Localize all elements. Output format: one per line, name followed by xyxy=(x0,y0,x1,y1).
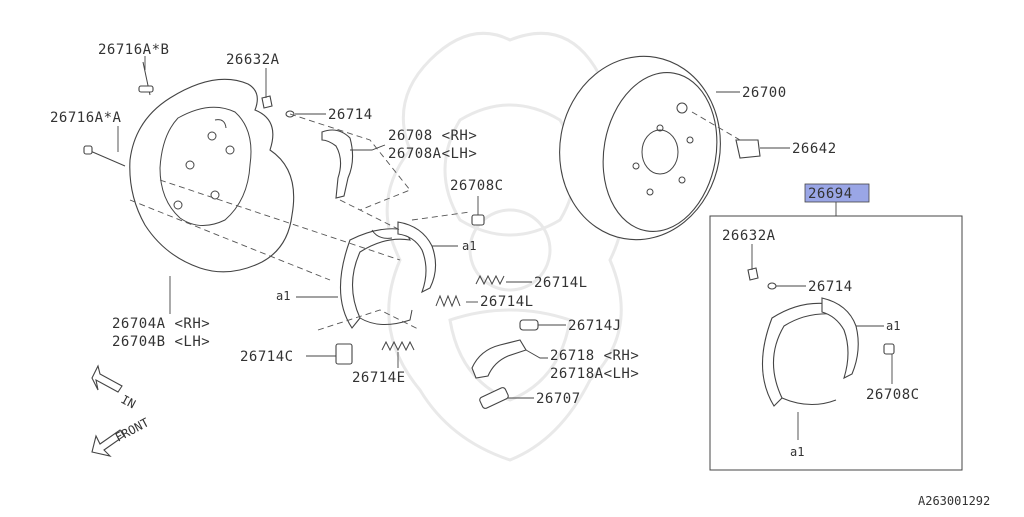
adjuster-26718[interactable] xyxy=(471,339,527,379)
label-kit-26632A: 26632A xyxy=(722,228,776,244)
label-26642: 26642 xyxy=(792,141,837,157)
spring-26714L-lower[interactable] xyxy=(435,294,461,308)
clip-26632A[interactable] xyxy=(261,95,273,109)
adjuster-26707[interactable] xyxy=(479,387,509,410)
in-arrow-label: IN xyxy=(119,392,138,411)
brake-shoe-set[interactable] xyxy=(339,221,437,329)
label-26704B-lh: 26704B <LH> xyxy=(112,334,210,350)
brake-disc-26700[interactable] xyxy=(545,44,735,253)
label-26716A-B: 26716A*B xyxy=(98,42,169,58)
front-arrow-icon xyxy=(91,429,125,457)
label-26707: 26707 xyxy=(536,391,581,407)
label-26708-rh: 26708 <RH> xyxy=(388,128,477,144)
label-26714J: 26714J xyxy=(568,318,622,334)
clip-26714C[interactable] xyxy=(335,343,353,365)
spring-26714L-upper[interactable] xyxy=(475,274,505,286)
kit-number-label[interactable]: 26694 xyxy=(808,186,853,202)
kit-box-26694[interactable] xyxy=(709,183,963,471)
label-26714C: 26714C xyxy=(240,349,294,365)
label-kit-26708C: 26708C xyxy=(866,387,920,403)
label-26718-rh: 26718 <RH> xyxy=(550,348,639,364)
label-26714E: 26714E xyxy=(352,370,406,386)
label-26708A-lh: 26708A<LH> xyxy=(388,146,477,162)
label-26714L-1: 26714L xyxy=(534,275,588,291)
spring-26714E[interactable] xyxy=(381,340,415,352)
label-kit-a1-right: a1 xyxy=(886,319,900,333)
label-26716A-A: 26716A*A xyxy=(50,110,122,126)
plug-26642[interactable] xyxy=(735,139,761,159)
label-26704A-rh: 26704A <RH> xyxy=(112,316,210,332)
leader-lines xyxy=(117,56,893,440)
label-26708C: 26708C xyxy=(450,178,504,194)
pin-26708C[interactable] xyxy=(471,214,485,226)
in-arrow-icon xyxy=(91,364,123,393)
label-26714: 26714 xyxy=(328,107,373,123)
diagram-id: A263001292 xyxy=(918,494,990,508)
label-kit-26714: 26714 xyxy=(808,279,853,295)
label-26700: 26700 xyxy=(742,85,787,101)
bolt-26716A-A[interactable] xyxy=(83,145,126,167)
watermark-emblem xyxy=(385,31,625,462)
label-26632A: 26632A xyxy=(226,52,280,68)
label-26718A-lh: 26718A<LH> xyxy=(550,366,639,382)
spring-26714J[interactable] xyxy=(519,319,539,331)
bolt-26716A-B[interactable] xyxy=(138,61,154,96)
label-kit-a1-bottom: a1 xyxy=(790,445,804,459)
label-a1-left: a1 xyxy=(276,289,290,303)
lever-26708[interactable] xyxy=(321,129,354,199)
backing-plate[interactable] xyxy=(129,78,295,273)
label-a1-top: a1 xyxy=(462,239,476,253)
label-26714L-2: 26714L xyxy=(480,294,534,310)
front-arrow-label: FRONT xyxy=(113,415,151,444)
kit-number-highlight xyxy=(804,183,870,203)
